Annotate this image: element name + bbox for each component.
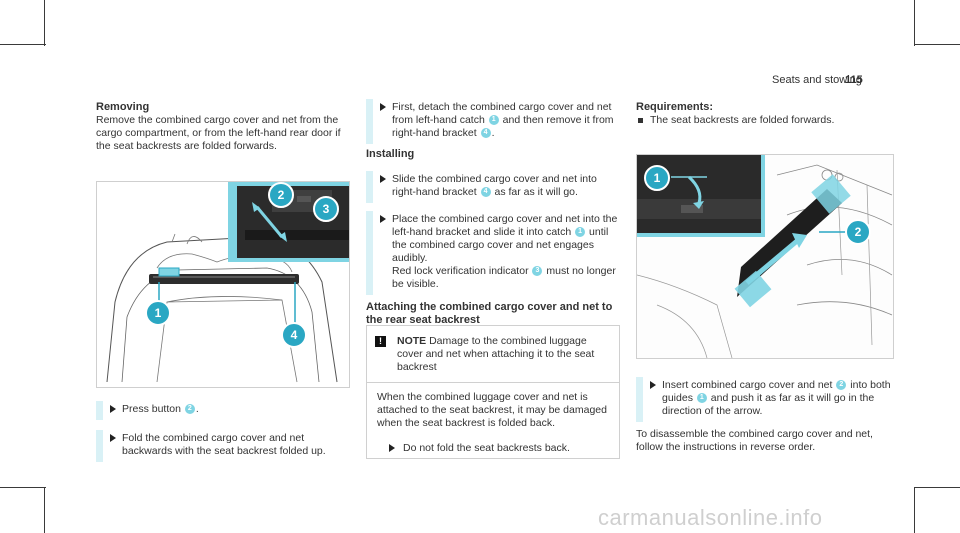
step-text: into both guides xyxy=(662,379,891,404)
step-text: as far as it will go. xyxy=(494,186,578,198)
crop-mark xyxy=(44,487,45,533)
note-title: Damage to the combined luggage cover and… xyxy=(397,335,595,373)
step-arrow-icon xyxy=(380,215,386,223)
seat-backrest-illustration: 1 2 xyxy=(636,154,894,359)
crop-mark xyxy=(914,0,915,46)
step-arrow-icon xyxy=(380,175,386,183)
callout-badge: 1 xyxy=(696,393,707,404)
cargo-compartment-illustration: 2 3 1 4 xyxy=(96,181,350,388)
step-text: . xyxy=(491,127,495,139)
step-text: Red lock verification indicator xyxy=(392,265,529,277)
instruction-step: Press button 2. xyxy=(96,401,352,420)
disassemble-note: To disassemble the combined cargo cover … xyxy=(636,428,873,453)
note-header: ! NOTE Damage to the combined luggage co… xyxy=(367,326,619,382)
section-heading-attaching: Attaching the combined cargo cover and n… xyxy=(366,301,613,326)
instruction-step: First, detach the combined cargo cover a… xyxy=(366,99,622,144)
callout-1: 1 xyxy=(644,165,670,191)
cargo-compartment-drawing xyxy=(106,182,349,383)
step-arrow-icon xyxy=(389,444,395,452)
step-text: . xyxy=(195,403,199,415)
left-column: Removing Remove the combined cargo cover… xyxy=(96,101,352,153)
page-number: 115 xyxy=(845,74,863,86)
callout-badge: 3 xyxy=(532,266,543,277)
note-step: Do not fold the seat backrests back. xyxy=(377,442,609,455)
left-steps: Press button 2. Fold the combined cargo … xyxy=(96,393,352,462)
crop-mark xyxy=(44,0,45,46)
step-text: must no longer be visible. xyxy=(392,265,616,290)
warning-icon: ! xyxy=(375,336,386,347)
callout-badge: 2 xyxy=(184,404,195,415)
step-text: Do not fold the seat backrests back. xyxy=(403,442,570,454)
step-text: Slide the combined cargo cover and net i… xyxy=(392,173,597,198)
callout-badge: 1 xyxy=(488,115,499,126)
callout-badge: 4 xyxy=(480,128,491,139)
crop-mark xyxy=(0,44,46,45)
note-box: ! NOTE Damage to the combined luggage co… xyxy=(366,325,620,459)
instruction-step: Fold the combined cargo cover and net ba… xyxy=(96,430,352,462)
crop-mark xyxy=(914,44,960,45)
bullet-icon xyxy=(638,118,643,123)
step-text: and then remove it from right-hand brack… xyxy=(392,114,614,139)
section-heading-removing: Removing xyxy=(96,101,150,113)
instruction-step: Insert combined cargo cover and net 2 in… xyxy=(636,377,894,422)
callout-2: 2 xyxy=(268,182,294,208)
callout-badge: 2 xyxy=(836,380,847,391)
step-text: Insert combined cargo cover and net xyxy=(662,379,833,391)
step-text: until the combined cargo cover and net e… xyxy=(392,226,609,264)
step-text: Fold the combined cargo cover and net ba… xyxy=(122,432,326,457)
requirements-heading: Requirements: xyxy=(636,101,714,113)
section-heading-installing: Installing xyxy=(366,148,415,160)
middle-column: First, detach the combined cargo cover a… xyxy=(366,93,622,327)
callout-badge: 1 xyxy=(575,227,586,238)
instruction-step: Slide the combined cargo cover and net i… xyxy=(366,171,622,203)
step-arrow-icon xyxy=(380,103,386,111)
section-title: Seats and stowing xyxy=(772,74,862,86)
right-steps: Insert combined cargo cover and net 2 in… xyxy=(636,369,894,454)
step-text: Place the combined cargo cover and net i… xyxy=(392,213,618,238)
crop-mark xyxy=(0,487,46,488)
step-arrow-icon xyxy=(110,434,116,442)
callout-4: 4 xyxy=(281,322,307,348)
callout-2: 2 xyxy=(845,219,871,245)
note-body: When the combined luggage cover and net … xyxy=(377,391,607,429)
callout-3: 3 xyxy=(313,196,339,222)
crop-mark xyxy=(914,487,960,488)
crop-mark xyxy=(914,487,915,533)
right-column: Requirements: The seat backrests are fol… xyxy=(636,101,894,127)
step-arrow-icon xyxy=(650,381,656,389)
requirement-item: The seat backrests are folded forwards. xyxy=(636,114,894,127)
watermark: carmanualsonline.info xyxy=(598,505,823,530)
step-arrow-icon xyxy=(110,405,116,413)
callout-badge: 4 xyxy=(480,187,491,198)
note-label: NOTE xyxy=(397,335,427,347)
removing-intro: Remove the combined cargo cover and net … xyxy=(96,114,341,152)
callout-1: 1 xyxy=(145,300,171,326)
step-text: Press button xyxy=(122,403,181,415)
seat-backrest-drawing xyxy=(637,155,893,358)
requirement-text: The seat backrests are folded forwards. xyxy=(650,114,835,126)
step-text: and push it as far as it will go in the … xyxy=(662,392,875,417)
step-text: First, detach the combined cargo cover a… xyxy=(392,101,612,126)
instruction-step: Place the combined cargo cover and net i… xyxy=(366,211,622,295)
